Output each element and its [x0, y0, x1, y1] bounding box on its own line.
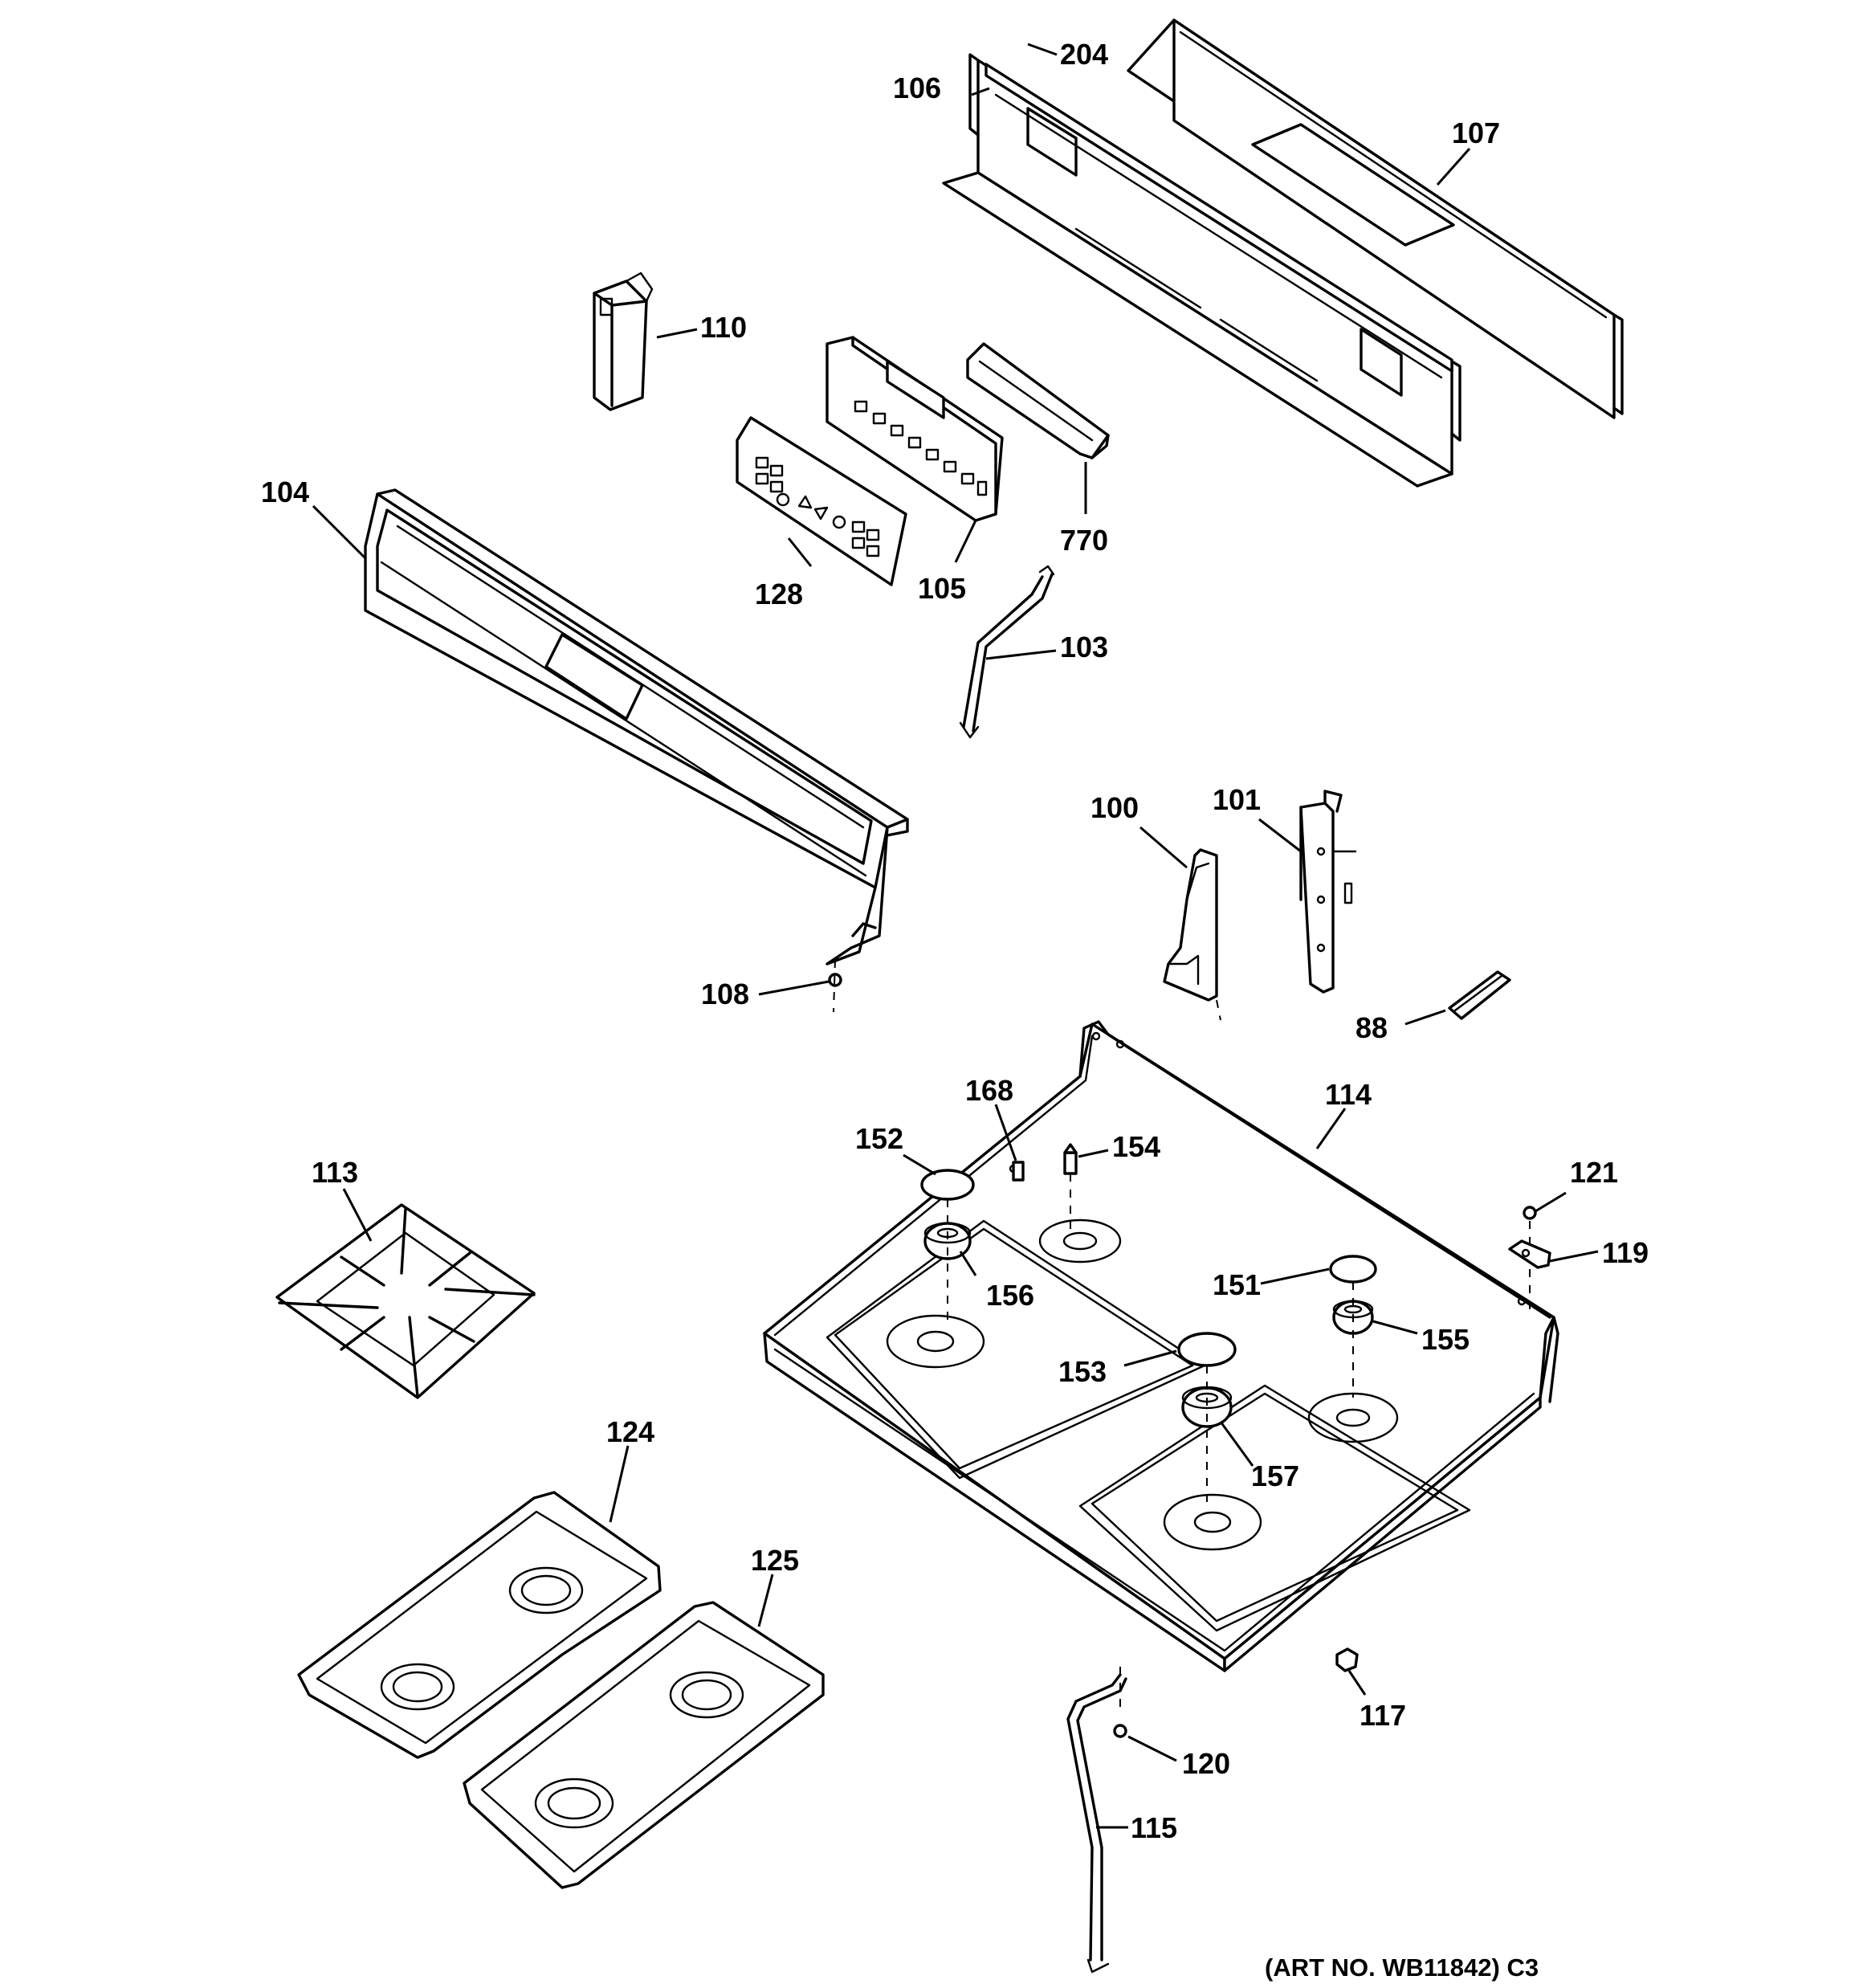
label-155: 155: [1421, 1323, 1470, 1356]
label-107: 107: [1452, 116, 1500, 149]
label-100: 100: [1090, 791, 1139, 824]
drip-pan-ring-4: [534, 1778, 614, 1829]
label-154: 154: [1112, 1130, 1160, 1163]
part-124-drip-pan: [297, 1491, 662, 1759]
label-121: 121: [1570, 1156, 1618, 1189]
burner-ring-back-left: [1038, 1219, 1122, 1263]
label-168: 168: [965, 1074, 1013, 1107]
label-120: 120: [1182, 1747, 1230, 1780]
label-117: 117: [1360, 1699, 1406, 1732]
part-770-shield: [966, 342, 1110, 459]
label-115: 115: [1131, 1811, 1177, 1844]
part-151-burner-cap: [1329, 1255, 1377, 1284]
part-101-side-bracket: [1299, 790, 1357, 994]
leader-lines: [312, 43, 1599, 1829]
label-128: 128: [755, 578, 803, 610]
part-154-igniter: [1063, 1143, 1078, 1229]
part-157-burner-head: [1181, 1386, 1233, 1428]
part-108-screw: [828, 959, 842, 1013]
burner-ring-front-left: [886, 1314, 985, 1369]
label-113: 113: [312, 1156, 358, 1189]
part-105-electronic-control: [826, 336, 1004, 522]
part-117-nut: [1335, 1647, 1359, 1672]
label-152: 152: [855, 1122, 903, 1155]
part-113-grate: [275, 1203, 536, 1399]
label-104: 104: [261, 476, 309, 508]
label-119: 119: [1602, 1236, 1649, 1269]
drip-pan-ring-3: [669, 1671, 744, 1719]
label-110: 110: [700, 311, 747, 344]
label-156: 156: [986, 1279, 1034, 1312]
part-100-side-trim: [1163, 848, 1221, 1021]
label-157: 157: [1251, 1459, 1299, 1492]
label-204: 204: [1060, 38, 1108, 71]
part-120-screw: [1113, 1724, 1127, 1738]
label-153: 153: [1058, 1355, 1107, 1388]
part-88-clip: [1448, 970, 1511, 1020]
part-106-back-bracket: [942, 53, 1461, 488]
part-104-control-panel: [364, 488, 909, 965]
part-107-back-trim: [1127, 18, 1624, 419]
part-153-burner-cap: [1177, 1332, 1237, 1367]
part-119-bracket: [1508, 1239, 1551, 1269]
part-110-control-module: [593, 271, 654, 411]
drip-pan-ring-2: [380, 1663, 455, 1711]
label-106: 106: [893, 71, 941, 104]
part-128-control-overlay: [736, 416, 907, 586]
part-121-screw: [1523, 1206, 1537, 1220]
label-770: 770: [1060, 524, 1108, 557]
part-labels: 204 106 107 110 104 128 105 770 103 100 …: [261, 38, 1649, 1844]
label-108: 108: [701, 978, 749, 1010]
control-buttons: [854, 400, 975, 485]
label-101: 101: [1213, 783, 1261, 816]
label-114: 114: [1325, 1078, 1372, 1111]
label-88: 88: [1355, 1011, 1388, 1044]
part-115-rod: [1066, 1673, 1127, 1974]
label-124: 124: [606, 1415, 654, 1448]
burner-ring-back-right: [1307, 1392, 1399, 1443]
drip-pan-ring-1: [508, 1566, 584, 1614]
burner-ring-front-right: [1163, 1493, 1262, 1551]
label-105: 105: [918, 572, 966, 605]
part-103-rod: [959, 565, 1055, 739]
part-168-clip: [1012, 1161, 1025, 1182]
part-125-drip-pan: [463, 1601, 825, 1889]
part-152-burner-cap: [920, 1169, 975, 1201]
label-103: 103: [1060, 631, 1108, 663]
label-125: 125: [751, 1544, 799, 1577]
art-number: (ART NO. WB11842) C3: [1265, 1953, 1539, 1982]
label-151: 151: [1213, 1268, 1261, 1301]
